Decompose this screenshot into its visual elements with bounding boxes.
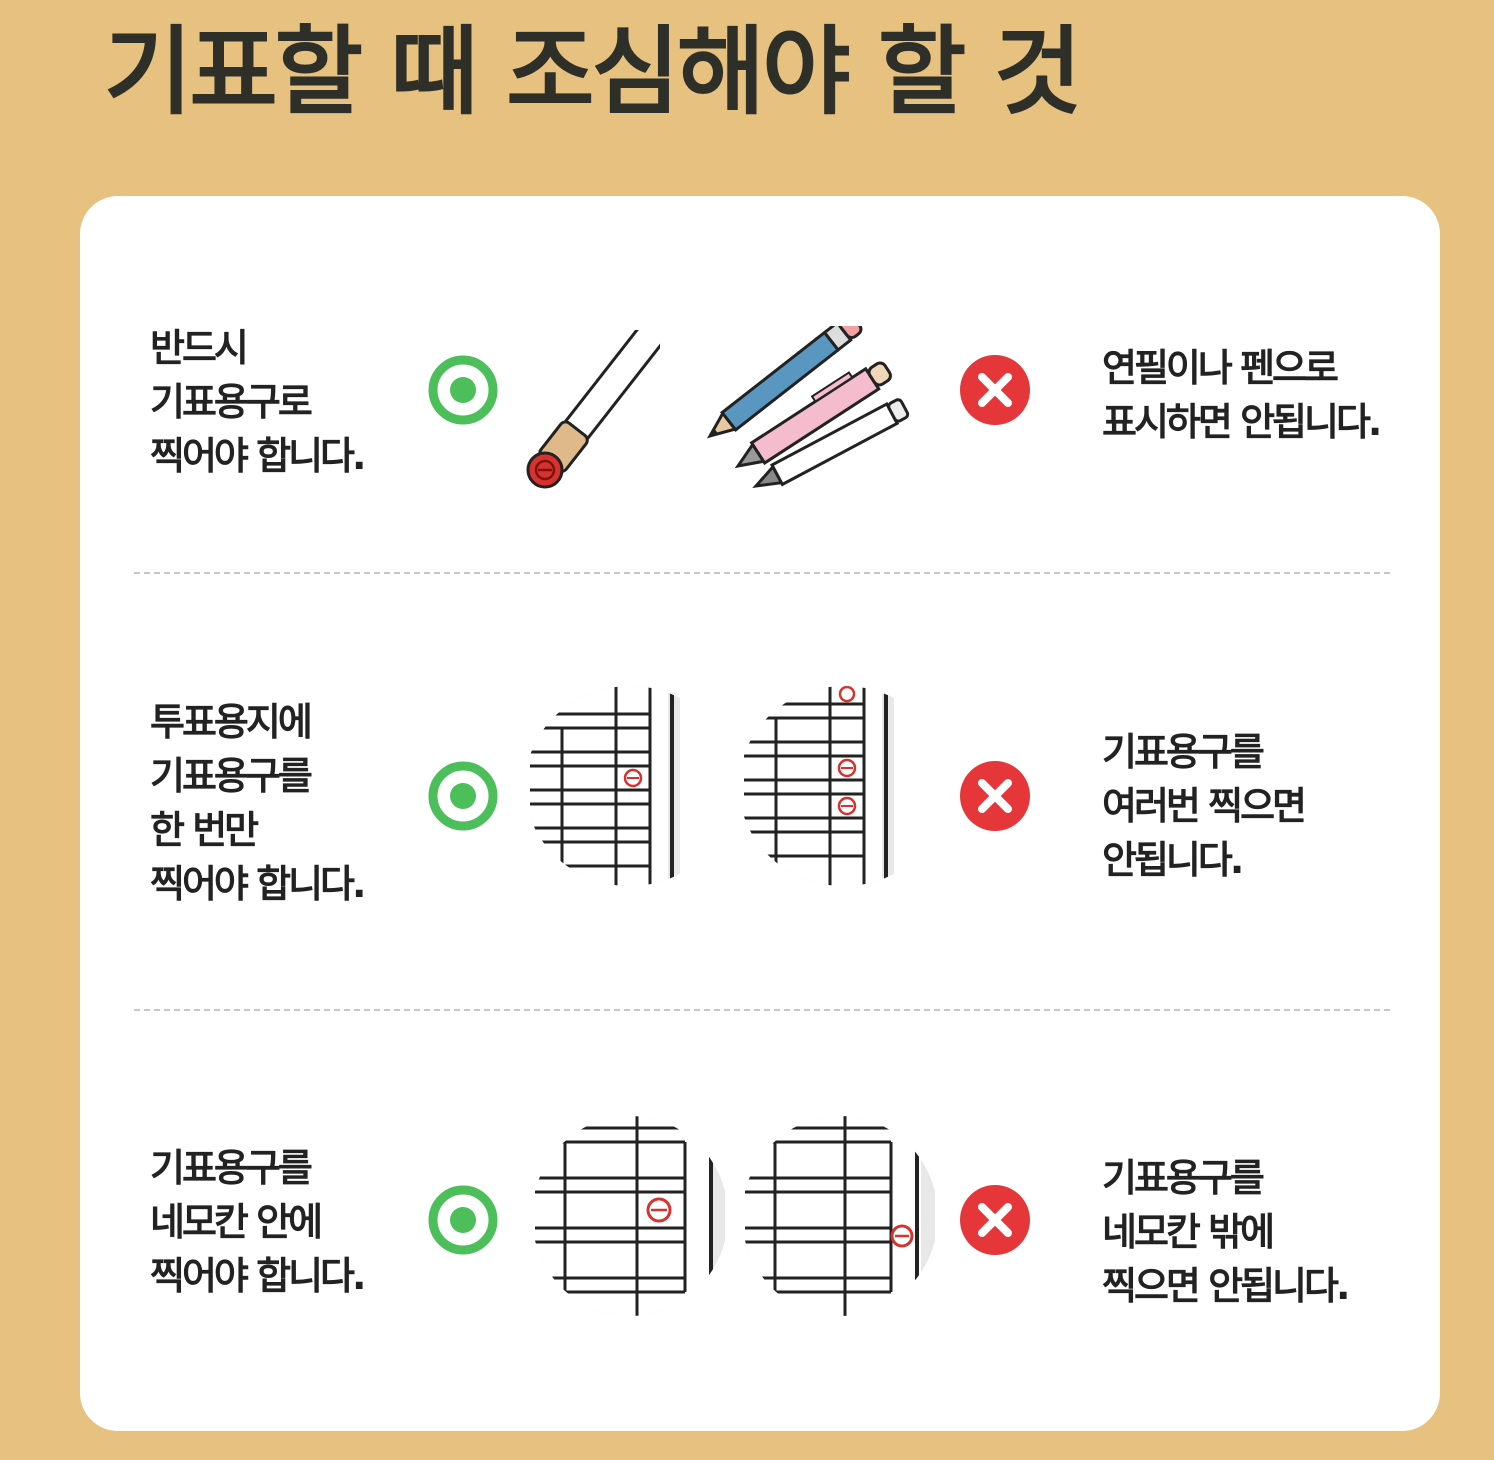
- voting-caution-card: 반드시 기표용구로 찍어야 합니다.: [80, 196, 1440, 1431]
- wrong-icon: [960, 761, 1030, 831]
- row-stamp-inside-box: 기표용구를 네모칸 안에 찍어야 합니다.: [80, 1116, 1440, 1336]
- divider: [134, 572, 1390, 574]
- row1-wrong-text: 연필이나 펜으로 표시하면 안됩니다.: [1102, 346, 1382, 444]
- pencil-and-pen-illustration: [706, 326, 910, 489]
- stamp-tool-illustration: [526, 330, 660, 489]
- ballot-multiple-marks-illustration: [744, 686, 894, 886]
- row1-correct-text: 반드시 기표용구로 찍어야 합니다.: [150, 326, 366, 478]
- correct-icon: [428, 355, 498, 425]
- ballot-mark-outside-box-illustration: [745, 1116, 935, 1316]
- wrong-icon: [960, 1185, 1030, 1255]
- row2-wrong-text: 기표용구를 여러번 찍으면 안됩니다.: [1102, 730, 1307, 882]
- wrong-icon: [960, 355, 1030, 425]
- ballot-mark-inside-box-illustration: [535, 1116, 725, 1316]
- correct-icon: [428, 1185, 498, 1255]
- row3-correct-text: 기표용구를 네모칸 안에 찍어야 합니다.: [150, 1146, 366, 1298]
- row-stamp-once: 투표용지에 기표용구를 한 번만 찍어야 합니다.: [80, 666, 1440, 926]
- divider: [134, 1009, 1390, 1011]
- row-stamp-tool: 반드시 기표용구로 찍어야 합니다.: [80, 316, 1440, 516]
- correct-icon: [428, 761, 498, 831]
- row3-wrong-text: 기표용구를 네모칸 밖에 찍으면 안됩니다.: [1102, 1156, 1350, 1308]
- ballot-single-mark-illustration: [530, 686, 680, 886]
- row2-correct-text: 투표용지에 기표용구를 한 번만 찍어야 합니다.: [150, 700, 366, 906]
- page-title: 기표할 때 조심해야 할 것: [104, 16, 1082, 128]
